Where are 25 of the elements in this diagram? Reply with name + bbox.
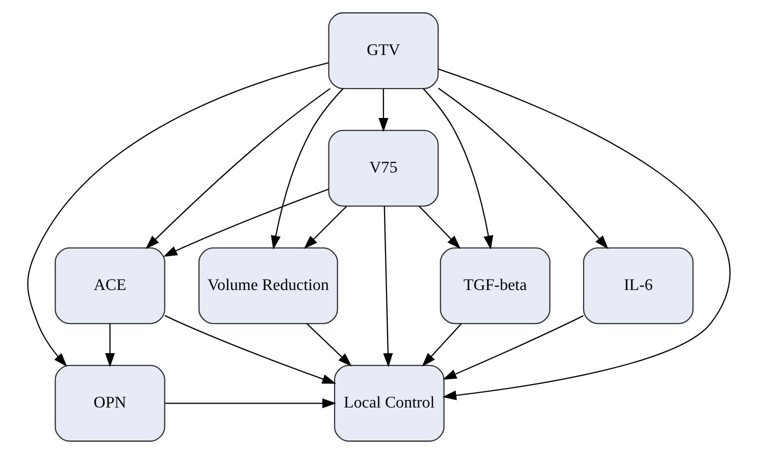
arrow	[165, 398, 336, 408]
arrow	[422, 88, 494, 250]
node-box: OPN	[54, 364, 166, 442]
node-box: ACE	[54, 247, 166, 324]
arrow	[105, 324, 115, 368]
arrow	[383, 206, 393, 368]
node-box: Local Control	[334, 364, 445, 442]
node-box: Volume Reduction	[198, 247, 338, 324]
arrow	[442, 315, 584, 380]
arrow	[146, 88, 331, 249]
node-box: TGF-beta	[440, 247, 550, 324]
arrow	[306, 323, 352, 367]
arrow	[304, 206, 348, 250]
arrow	[270, 88, 344, 250]
arrow	[438, 68, 730, 400]
arrow	[378, 88, 388, 132]
arrow	[164, 315, 336, 384]
arrow	[163, 188, 329, 257]
node-box: IL-6	[583, 247, 694, 324]
node-box: GTV	[328, 12, 439, 90]
arrow	[27, 62, 329, 367]
arrow	[422, 323, 462, 367]
arrow	[418, 206, 461, 250]
node-box: V75	[328, 130, 439, 207]
arrow	[438, 88, 608, 250]
